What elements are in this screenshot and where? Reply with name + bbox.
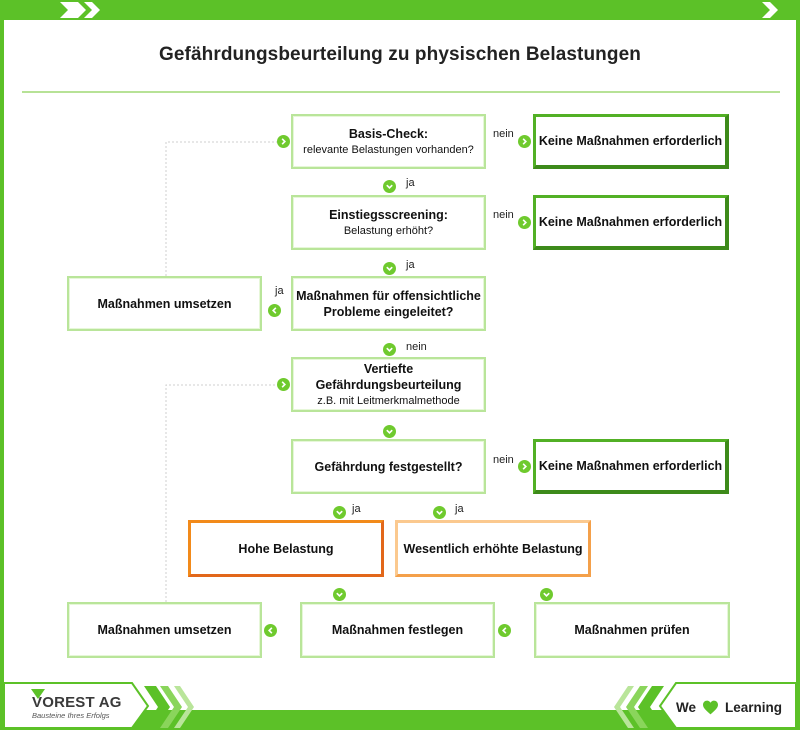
vertiefte-beurteilung-box: Vertiefte Gefährdungsbeurteilung z.B. mi… (291, 357, 486, 412)
edge-label-ja: ja (455, 503, 464, 515)
offensichtliche-probleme-line2: Probleme eingeleitet? (323, 304, 454, 319)
basis-check-question: relevante Belastungen vorhanden? (303, 143, 474, 156)
learning-text: Learning (725, 699, 783, 715)
arrow-left-icon (498, 624, 511, 637)
arrow-down-icon (333, 506, 346, 519)
we-text: We (676, 699, 697, 715)
arrow-left-icon (264, 624, 277, 637)
page-title: Gefährdungsbeurteilung zu physischen Bel… (159, 44, 641, 65)
arrow-left-icon (268, 304, 281, 317)
hohe-belastung-box: Hohe Belastung (188, 520, 384, 577)
arrow-right-icon (518, 460, 531, 473)
vertiefte-beurteilung-method: z.B. mit Leitmerkmalmethode (317, 394, 460, 407)
arrow-right-icon (277, 135, 290, 148)
keine-massnahmen-box-1: Keine Maßnahmen erforderlich (533, 114, 729, 169)
vorest-logo-icon (31, 689, 45, 699)
edge-label-ja: ja (406, 259, 415, 271)
massnahmen-pruefen-box: Maßnahmen prüfen (534, 602, 730, 658)
offensichtliche-probleme-line1: Maßnahmen für offensichtliche (296, 288, 481, 303)
wesentlich-erhoehte-belastung-box: Wesentlich erhöhte Belastung (395, 520, 591, 577)
logo-name: VOREST AG (32, 694, 122, 711)
massnahmen-umsetzen-box-1: Maßnahmen umsetzen (67, 276, 262, 331)
massnahmen-umsetzen-box-2: Maßnahmen umsetzen (67, 602, 262, 658)
arrow-down-icon (383, 262, 396, 275)
massnahmen-festlegen-box: Maßnahmen festlegen (300, 602, 495, 658)
edge-label-nein: nein (406, 341, 427, 353)
gefaehrdung-festgestellt-box: Gefährdung festgestellt? (291, 439, 486, 494)
heart-icon (703, 700, 719, 714)
offensichtliche-probleme-box: Maßnahmen für offensichtliche Probleme e… (291, 276, 486, 331)
edge-label-ja: ja (352, 503, 361, 515)
einstiegsscreening-title: Einstiegsscreening: (329, 207, 448, 222)
basis-check-title: Basis-Check: (348, 126, 429, 141)
keine-massnahmen-box-3: Keine Maßnahmen erforderlich (533, 439, 729, 494)
edge-label-ja: ja (406, 177, 415, 189)
basis-check-box: Basis-Check: relevante Belastungen vorha… (291, 114, 486, 169)
arrow-down-icon (383, 180, 396, 193)
arrow-down-icon (433, 506, 446, 519)
einstiegsscreening-box: Einstiegsscreening: Belastung erhöht? (291, 195, 486, 250)
arrow-right-icon (518, 135, 531, 148)
vertiefte-beurteilung-title: Vertiefte Gefährdungsbeurteilung (315, 361, 462, 392)
arrow-down-icon (383, 425, 396, 438)
logo-tagline: Bausteine Ihres Erfolgs (32, 711, 110, 720)
edge-label-nein: nein (493, 128, 514, 140)
arrow-down-icon (333, 588, 346, 601)
edge-label-nein: nein (493, 209, 514, 221)
arrow-right-icon (518, 216, 531, 229)
we-love-learning: We Learning (676, 697, 782, 717)
edge-label-ja: ja (275, 285, 284, 297)
keine-massnahmen-box-2: Keine Maßnahmen erforderlich (533, 195, 729, 250)
arrow-down-icon (383, 343, 396, 356)
einstiegsscreening-question: Belastung erhöht? (343, 224, 434, 237)
edge-label-nein: nein (493, 454, 514, 466)
arrow-right-icon (277, 378, 290, 391)
arrow-down-icon (540, 588, 553, 601)
